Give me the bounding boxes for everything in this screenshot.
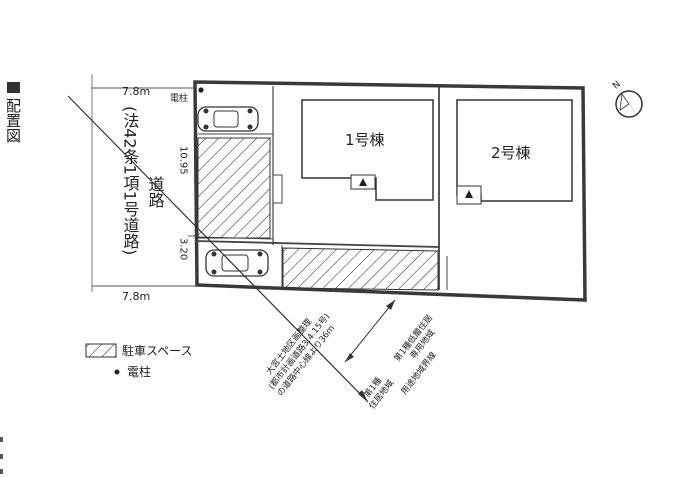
scan-mark xyxy=(0,469,3,474)
zoning-note-upper: 第1種低層住居 専用地域 xyxy=(392,313,438,364)
parking-space-upper xyxy=(197,137,271,239)
building-1-label: 1号棟 xyxy=(345,131,385,149)
road-width-top: 7.8m xyxy=(122,85,150,98)
zoning-note-lower: 第1種 住居地域 xyxy=(362,375,397,411)
scan-mark xyxy=(0,437,3,442)
scan-mark xyxy=(0,454,3,459)
frontage-lower-dim: 3.20 xyxy=(178,238,189,260)
frontage-upper-dim: 10.95 xyxy=(178,146,189,175)
road-width-bottom: 7.8m xyxy=(122,290,150,303)
parking-space-lower xyxy=(282,247,439,291)
car-upper xyxy=(197,106,259,132)
pole-marker xyxy=(198,87,204,93)
road-name: (法42条1項1号道路) xyxy=(121,106,140,255)
car-lower xyxy=(205,249,269,277)
zoning-note-left: 大宮土地区画整理 (都市計画道路3.4.15号) の道路中心線より36m xyxy=(264,311,337,398)
lot1-gate xyxy=(272,174,283,204)
entrance-1-icon xyxy=(359,178,367,186)
page-title: 配置図 xyxy=(4,98,22,143)
legend-pole-label: 電柱 xyxy=(127,364,151,379)
zone-note-line2: (都市計画道路3.4.15号) xyxy=(266,311,332,391)
zoning-boundary-line xyxy=(67,95,369,403)
zone-tick-arrow-up xyxy=(386,300,395,310)
legend-pole-marker xyxy=(114,369,120,375)
legend-parking-swatch xyxy=(85,343,117,358)
zone-tick-line xyxy=(344,299,396,363)
north-compass-icon: N xyxy=(611,80,643,118)
compass-north-label: N xyxy=(611,80,623,92)
pole-label: 電柱 xyxy=(170,92,188,104)
zoning-arrow-end xyxy=(358,390,368,402)
title-marker xyxy=(7,82,20,93)
building-2-label: 2号棟 xyxy=(491,144,531,162)
road-suffix: 道路 xyxy=(146,176,165,208)
divider-lot2-north xyxy=(195,240,440,248)
lot-boundary xyxy=(193,80,587,302)
legend-parking-label: 駐車スペース xyxy=(122,343,193,358)
zone-tick-arrow-down xyxy=(345,353,354,362)
building-1 xyxy=(301,99,434,201)
entrance-2-icon xyxy=(465,190,473,198)
